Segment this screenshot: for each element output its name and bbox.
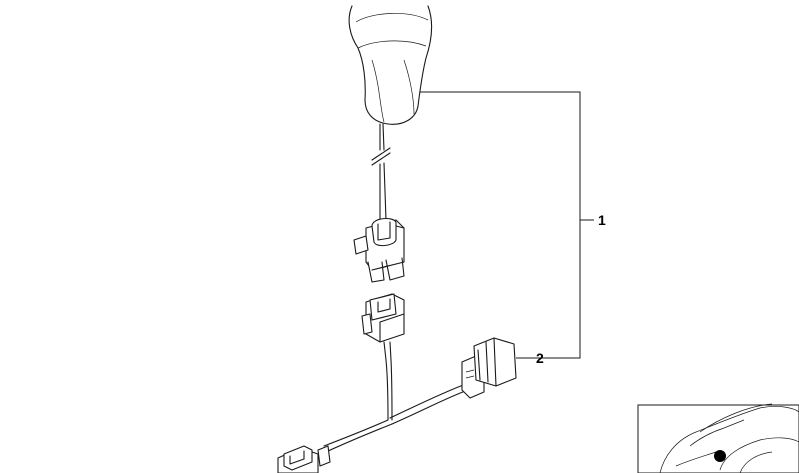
gear-knob-icon[interactable] xyxy=(348,5,433,125)
wiring-harness-icon xyxy=(323,341,469,453)
connector-socket-icon[interactable] xyxy=(361,293,405,343)
connector-plug-icon[interactable] xyxy=(353,217,405,283)
callout-1[interactable]: 1 xyxy=(598,212,606,228)
location-marker-icon xyxy=(714,450,726,462)
car-location-thumbnail-icon[interactable] xyxy=(637,403,799,473)
callout-leaders xyxy=(420,91,594,359)
knob-cable xyxy=(371,123,391,221)
callout-2[interactable]: 2 xyxy=(536,350,544,366)
bottom-connector-icon[interactable] xyxy=(277,445,331,473)
harness-connector-icon[interactable] xyxy=(461,337,517,399)
